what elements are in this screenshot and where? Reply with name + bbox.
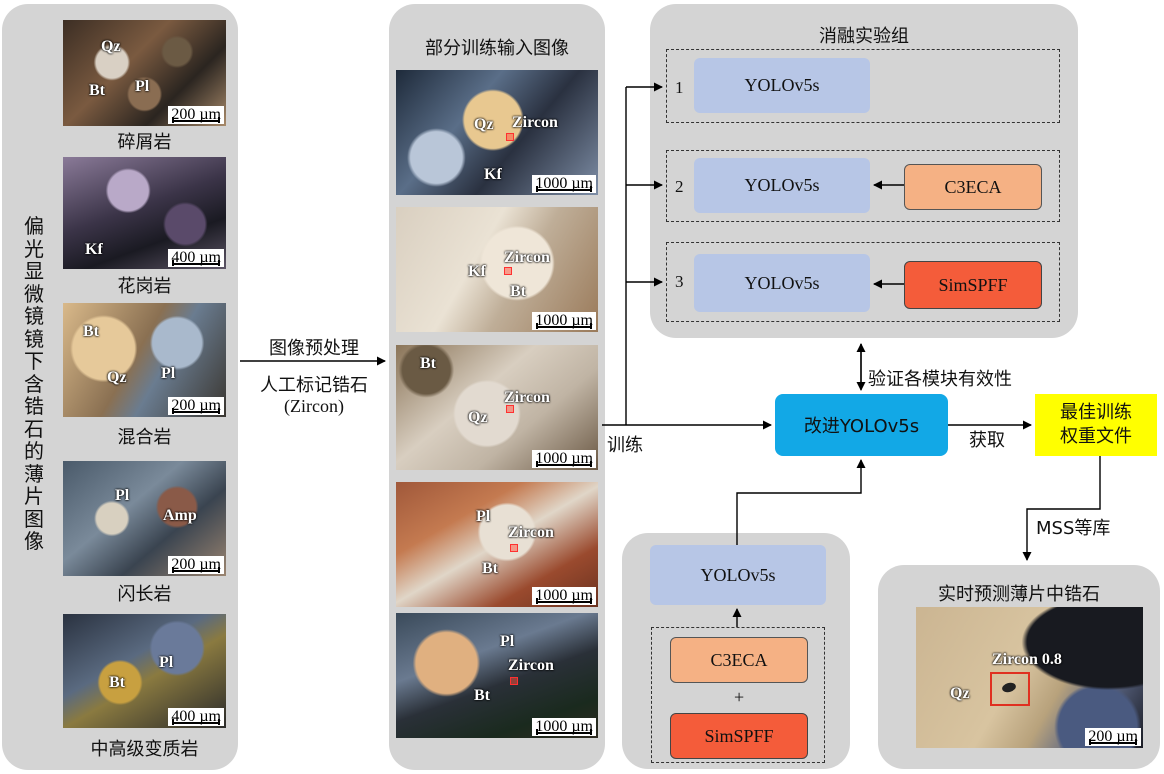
mss-arrow bbox=[1027, 456, 1100, 560]
composition-arrow bbox=[737, 460, 861, 545]
